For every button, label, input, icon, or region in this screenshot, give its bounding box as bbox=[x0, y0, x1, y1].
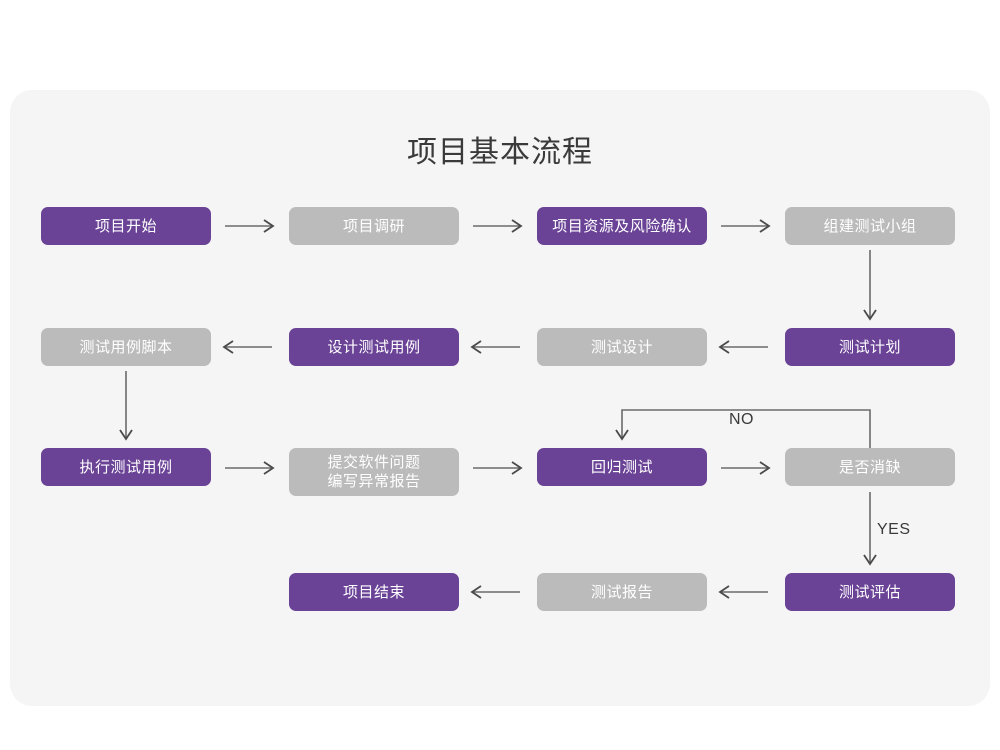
node-test-evaluation[interactable]: 测试评估 bbox=[785, 573, 955, 611]
node-project-start[interactable]: 项目开始 bbox=[41, 207, 211, 245]
edge-label-yes: YES bbox=[877, 521, 911, 538]
node-test-report[interactable]: 测试报告 bbox=[537, 573, 707, 611]
node-resource-risk-confirm[interactable]: 项目资源及风险确认 bbox=[537, 207, 707, 245]
page-title: 项目基本流程 bbox=[407, 136, 593, 169]
node-design-test-case[interactable]: 设计测试用例 bbox=[289, 328, 459, 366]
node-submit-issue-report[interactable]: 提交软件问题 编写异常报告 bbox=[289, 448, 459, 496]
node-execute-test-case[interactable]: 执行测试用例 bbox=[41, 448, 211, 486]
node-project-end[interactable]: 项目结束 bbox=[289, 573, 459, 611]
edge-label-no: NO bbox=[729, 411, 754, 428]
node-test-design[interactable]: 测试设计 bbox=[537, 328, 707, 366]
flowchart-card bbox=[10, 90, 990, 706]
node-test-case-script[interactable]: 测试用例脚本 bbox=[41, 328, 211, 366]
node-defect-resolved-decision[interactable]: 是否消缺 bbox=[785, 448, 955, 486]
node-form-test-team[interactable]: 组建测试小组 bbox=[785, 207, 955, 245]
node-project-research[interactable]: 项目调研 bbox=[289, 207, 459, 245]
node-test-plan[interactable]: 测试计划 bbox=[785, 328, 955, 366]
node-regression-test[interactable]: 回归测试 bbox=[537, 448, 707, 486]
